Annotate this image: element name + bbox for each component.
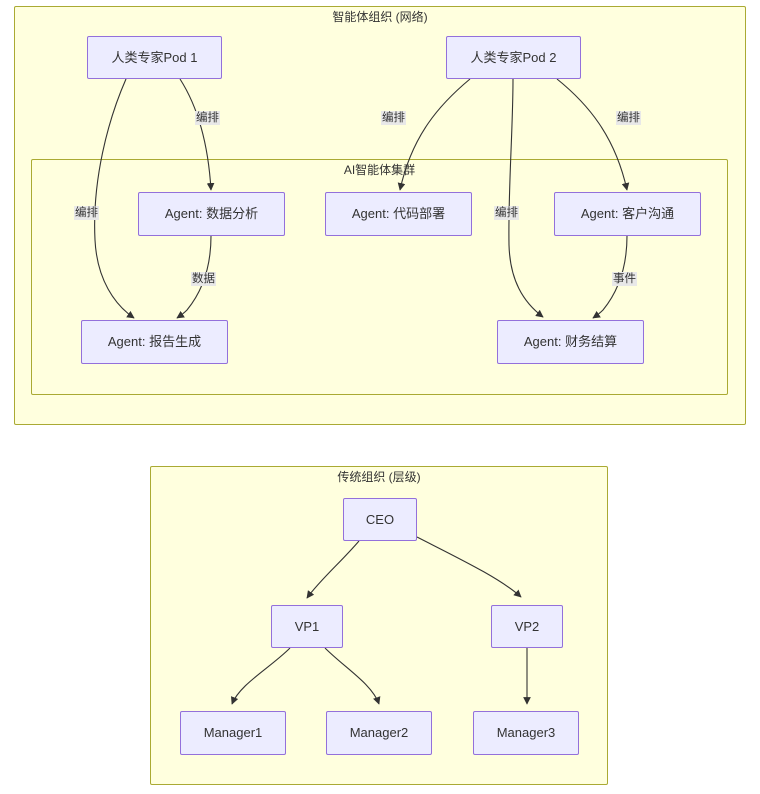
edge-label-pod2-finance: 编排 <box>494 206 519 220</box>
node-manager2[interactable]: Manager2 <box>326 711 432 755</box>
edge-label-analysis-report: 数据 <box>191 272 216 286</box>
node-agent-report[interactable]: Agent: 报告生成 <box>81 320 228 364</box>
node-vp2[interactable]: VP2 <box>491 605 563 648</box>
edge-label-pod1-analysis: 编排 <box>195 111 220 125</box>
node-agent-analysis[interactable]: Agent: 数据分析 <box>138 192 285 236</box>
node-manager3[interactable]: Manager3 <box>473 711 579 755</box>
node-ceo[interactable]: CEO <box>343 498 417 541</box>
node-pod1[interactable]: 人类专家Pod 1 <box>87 36 222 79</box>
node-agent-deploy[interactable]: Agent: 代码部署 <box>325 192 472 236</box>
edge-label-customer-finance: 事件 <box>612 272 637 286</box>
node-pod2[interactable]: 人类专家Pod 2 <box>446 36 581 79</box>
cluster-ai-swarm-label: AI智能体集群 <box>343 163 416 177</box>
cluster-agent-org-label: 智能体组织 (网络) <box>332 10 428 24</box>
node-vp1[interactable]: VP1 <box>271 605 343 648</box>
edge-label-pod1-report: 编排 <box>74 206 99 220</box>
edge-label-pod2-deploy: 编排 <box>381 111 406 125</box>
node-agent-customer[interactable]: Agent: 客户沟通 <box>554 192 701 236</box>
edge-label-pod2-customer: 编排 <box>616 111 641 125</box>
cluster-traditional-org-label: 传统组织 (层级) <box>337 470 421 484</box>
node-agent-finance[interactable]: Agent: 财务结算 <box>497 320 644 364</box>
node-manager1[interactable]: Manager1 <box>180 711 286 755</box>
